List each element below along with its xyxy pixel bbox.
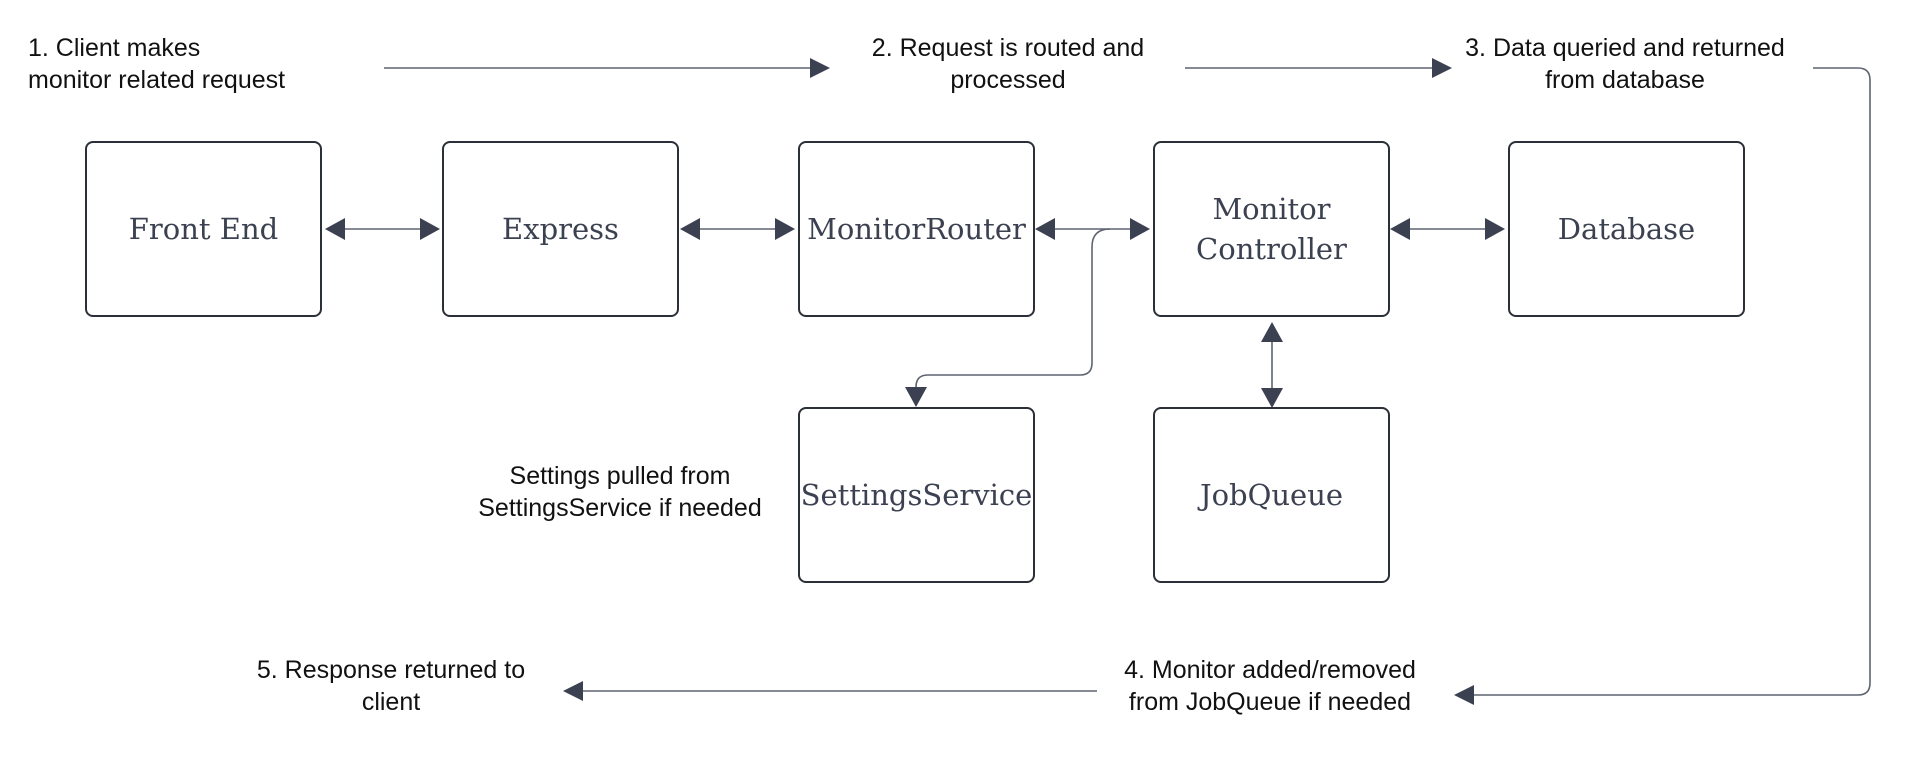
arrowhead-right [1130,218,1150,240]
front-end-label: Front End [128,212,279,246]
arrowhead-down [905,387,927,407]
connector-monitorcontroller-jobqueue [1261,322,1283,408]
flow-arrow-step4-to-step5 [563,681,1097,701]
step3-label: 3. Data queried and returned from databa… [1465,34,1785,94]
flow-arrow-step3-to-step4 [1454,67,1871,705]
settings-service-label: SettingsService [800,478,1033,512]
monitor-controller-box: Monitor Controller [1153,141,1390,317]
arrowhead-left [1035,218,1055,240]
front-end-box: Front End [85,141,322,317]
express-box: Express [442,141,679,317]
express-label: Express [502,212,619,246]
arrowhead-left [1390,218,1410,240]
step4-label: 4. Monitor added/removed from JobQueue i… [1124,656,1416,716]
step1-label: 1. Client makes monitor related request [28,34,286,94]
arrowhead-right [1432,58,1452,78]
arrowhead-right [810,58,830,78]
database-label: Database [1557,212,1696,246]
arrowhead-left [680,218,700,240]
arrowhead-left [325,218,345,240]
monitor-controller-label: Monitor Controller [1196,192,1347,266]
database-box: Database [1508,141,1745,317]
arrowhead-right [775,218,795,240]
monitor-router-box: MonitorRouter [798,141,1035,317]
settings-service-box: SettingsService [798,407,1035,583]
arrowhead-left [1454,685,1474,705]
connector-frontend-express [325,218,440,240]
arrowhead-down [1261,388,1283,408]
arrowhead-left [563,681,583,701]
connector-to-settingsservice [905,228,1111,407]
connector-express-monitorrouter [680,218,795,240]
job-queue-label: JobQueue [1199,478,1344,512]
arrowhead-right [420,218,440,240]
monitor-router-label: MonitorRouter [807,212,1026,246]
flow-arrow-step1-to-step2 [384,58,830,78]
connector-monitorcontroller-database [1390,218,1505,240]
connector-monitorrouter-monitorcontroller [1035,218,1150,240]
flow-arrow-step2-to-step3 [1185,58,1452,78]
step2-label: 2. Request is routed and processed [871,34,1145,94]
settings-note-label: Settings pulled from SettingsService if … [478,462,762,522]
job-queue-box: JobQueue [1153,407,1390,583]
step5-label: 5. Response returned to client [256,656,526,716]
arrowhead-right [1485,218,1505,240]
arrowhead-up [1261,322,1283,342]
